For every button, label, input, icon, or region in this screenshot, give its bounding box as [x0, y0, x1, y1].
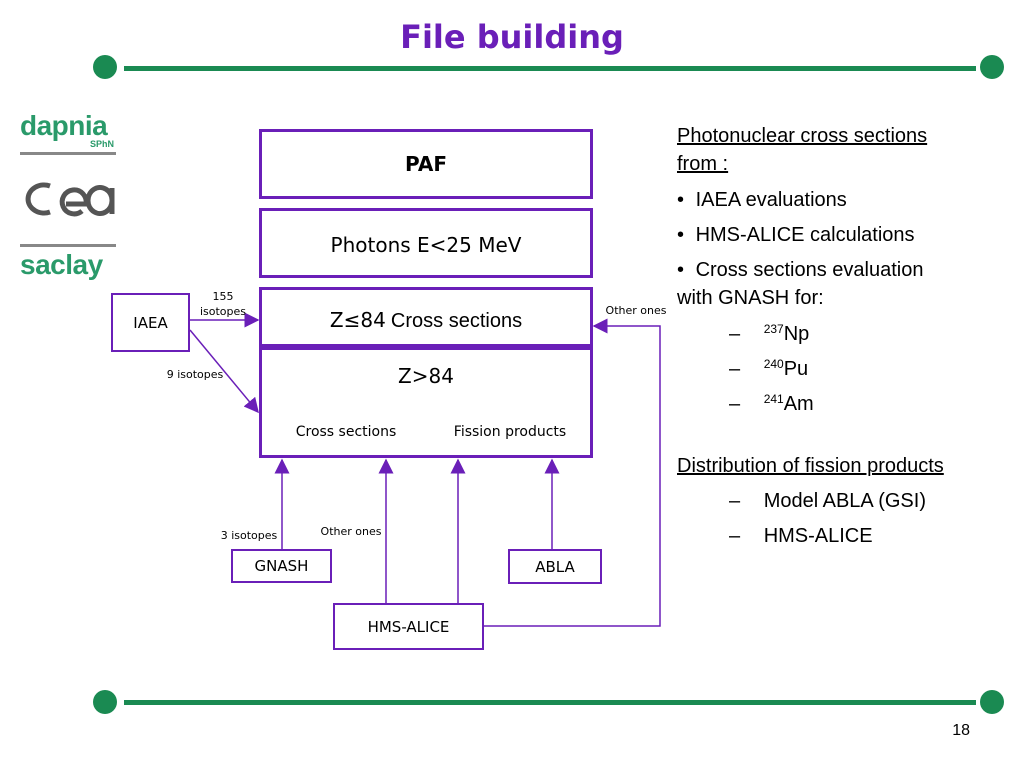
- label-155-isotopes-line2: isotopes: [199, 305, 247, 318]
- notes-bullet-3-continuation: with GNASH for:: [677, 287, 824, 309]
- rule-bottom: [124, 700, 976, 705]
- paf-box: PAF: [259, 129, 593, 199]
- logo-dapnia-sub: SPhN: [89, 139, 114, 149]
- z-le-84-label: Z≤84 Cross sections: [262, 308, 590, 333]
- rule-dot-top-left: [93, 55, 117, 79]
- dash-icon: –: [729, 323, 741, 345]
- logo-dapnia: dapnia SPhN: [20, 112, 120, 155]
- label-other-ones-left: Other ones: [320, 525, 382, 538]
- logo-dapnia-bar: [20, 152, 116, 155]
- fission-products-label: Fission products: [453, 424, 567, 440]
- notes-heading-1-line1: Photonuclear cross sections: [677, 125, 928, 147]
- isotope-mass: 240: [763, 357, 784, 371]
- label-155-isotopes-line1: 155: [212, 290, 234, 303]
- z-le-84-box: Z≤84 Cross sections: [259, 287, 593, 347]
- dash-icon: –: [729, 525, 741, 547]
- dash-icon: –: [729, 490, 741, 512]
- notes-fission-item-2: – HMS-ALICE: [729, 526, 873, 546]
- z-gt-84-label: Z>84: [398, 364, 454, 388]
- notes-bullet-3-text: Cross sections evaluation: [695, 259, 924, 281]
- notes-heading-1-line2: from :: [677, 153, 729, 175]
- notes-fission-item-1: – Model ABLA (GSI): [729, 491, 926, 511]
- rule-dot-bottom-left: [93, 690, 117, 714]
- dash-icon: –: [729, 393, 741, 415]
- notes-bullet-3: • Cross sections evaluation: [677, 260, 923, 280]
- photons-box: Photons E<25 MeV: [259, 208, 593, 278]
- notes-panel: Photonuclear cross sections from : • IAE…: [677, 122, 1012, 562]
- label-other-ones-right: Other ones: [605, 304, 667, 317]
- logo-saclay-text: saclay: [20, 249, 103, 280]
- bullet-icon: •: [677, 224, 685, 246]
- iaea-box: IAEA: [111, 293, 190, 352]
- page-number: 18: [952, 722, 970, 739]
- isotope-symbol: Pu: [783, 358, 809, 380]
- logo-dapnia-text: dapnia: [20, 110, 108, 141]
- logo-saclay: saclay: [20, 244, 120, 279]
- bullet-icon: •: [677, 259, 685, 281]
- paf-label: PAF: [405, 152, 447, 176]
- notes-heading-2: Distribution of fission products: [677, 455, 944, 477]
- rule-dot-top-right: [980, 55, 1004, 79]
- notes-fission-item-1-text: Model ABLA (GSI): [763, 490, 926, 512]
- label-3-isotopes: 3 isotopes: [220, 529, 278, 542]
- cross-sections-label: Cross sections: [295, 424, 397, 440]
- logo-cea: cea: [20, 174, 120, 228]
- gnash-box: GNASH: [231, 549, 332, 583]
- photons-label: Photons E<25 MeV: [330, 233, 522, 257]
- logo-saclay-bar: [20, 244, 116, 247]
- rule-dot-bottom-right: [980, 690, 1004, 714]
- rule-top: [124, 66, 976, 71]
- notes-isotope-1: – 237Np: [729, 323, 809, 344]
- arrow-iaea-to-z-gt-84: [189, 329, 259, 414]
- abla-box: ABLA: [508, 549, 602, 584]
- bullet-icon: •: [677, 189, 685, 211]
- isotope-mass: 241: [763, 392, 784, 406]
- cea-logo-icon: [25, 182, 115, 217]
- isotope-mass: 237: [763, 322, 784, 336]
- notes-bullet-2-text: HMS-ALICE calculations: [695, 224, 915, 246]
- notes-isotope-3: – 241Am: [729, 393, 814, 414]
- slide-title: File building: [400, 18, 624, 56]
- z-le-84-prefix: Z≤84: [329, 308, 386, 332]
- notes-fission-item-2-text: HMS-ALICE: [763, 525, 873, 547]
- notes-bullet-1: • IAEA evaluations: [677, 190, 847, 210]
- label-9-isotopes: 9 isotopes: [166, 368, 224, 381]
- dash-icon: –: [729, 358, 741, 380]
- notes-bullet-1-text: IAEA evaluations: [695, 189, 847, 211]
- isotope-symbol: Np: [783, 323, 810, 345]
- arrow-hms-alice-to-z-le-84: [484, 318, 661, 627]
- notes-bullet-2: • HMS-ALICE calculations: [677, 225, 915, 245]
- z-le-84-suffix: Cross sections: [390, 310, 523, 332]
- isotope-symbol: Am: [783, 393, 814, 415]
- hms-alice-box: HMS-ALICE: [333, 603, 484, 650]
- z-gt-84-box: Z>84 Cross sections Fission products: [259, 347, 593, 458]
- notes-isotope-2: – 240Pu: [729, 358, 808, 379]
